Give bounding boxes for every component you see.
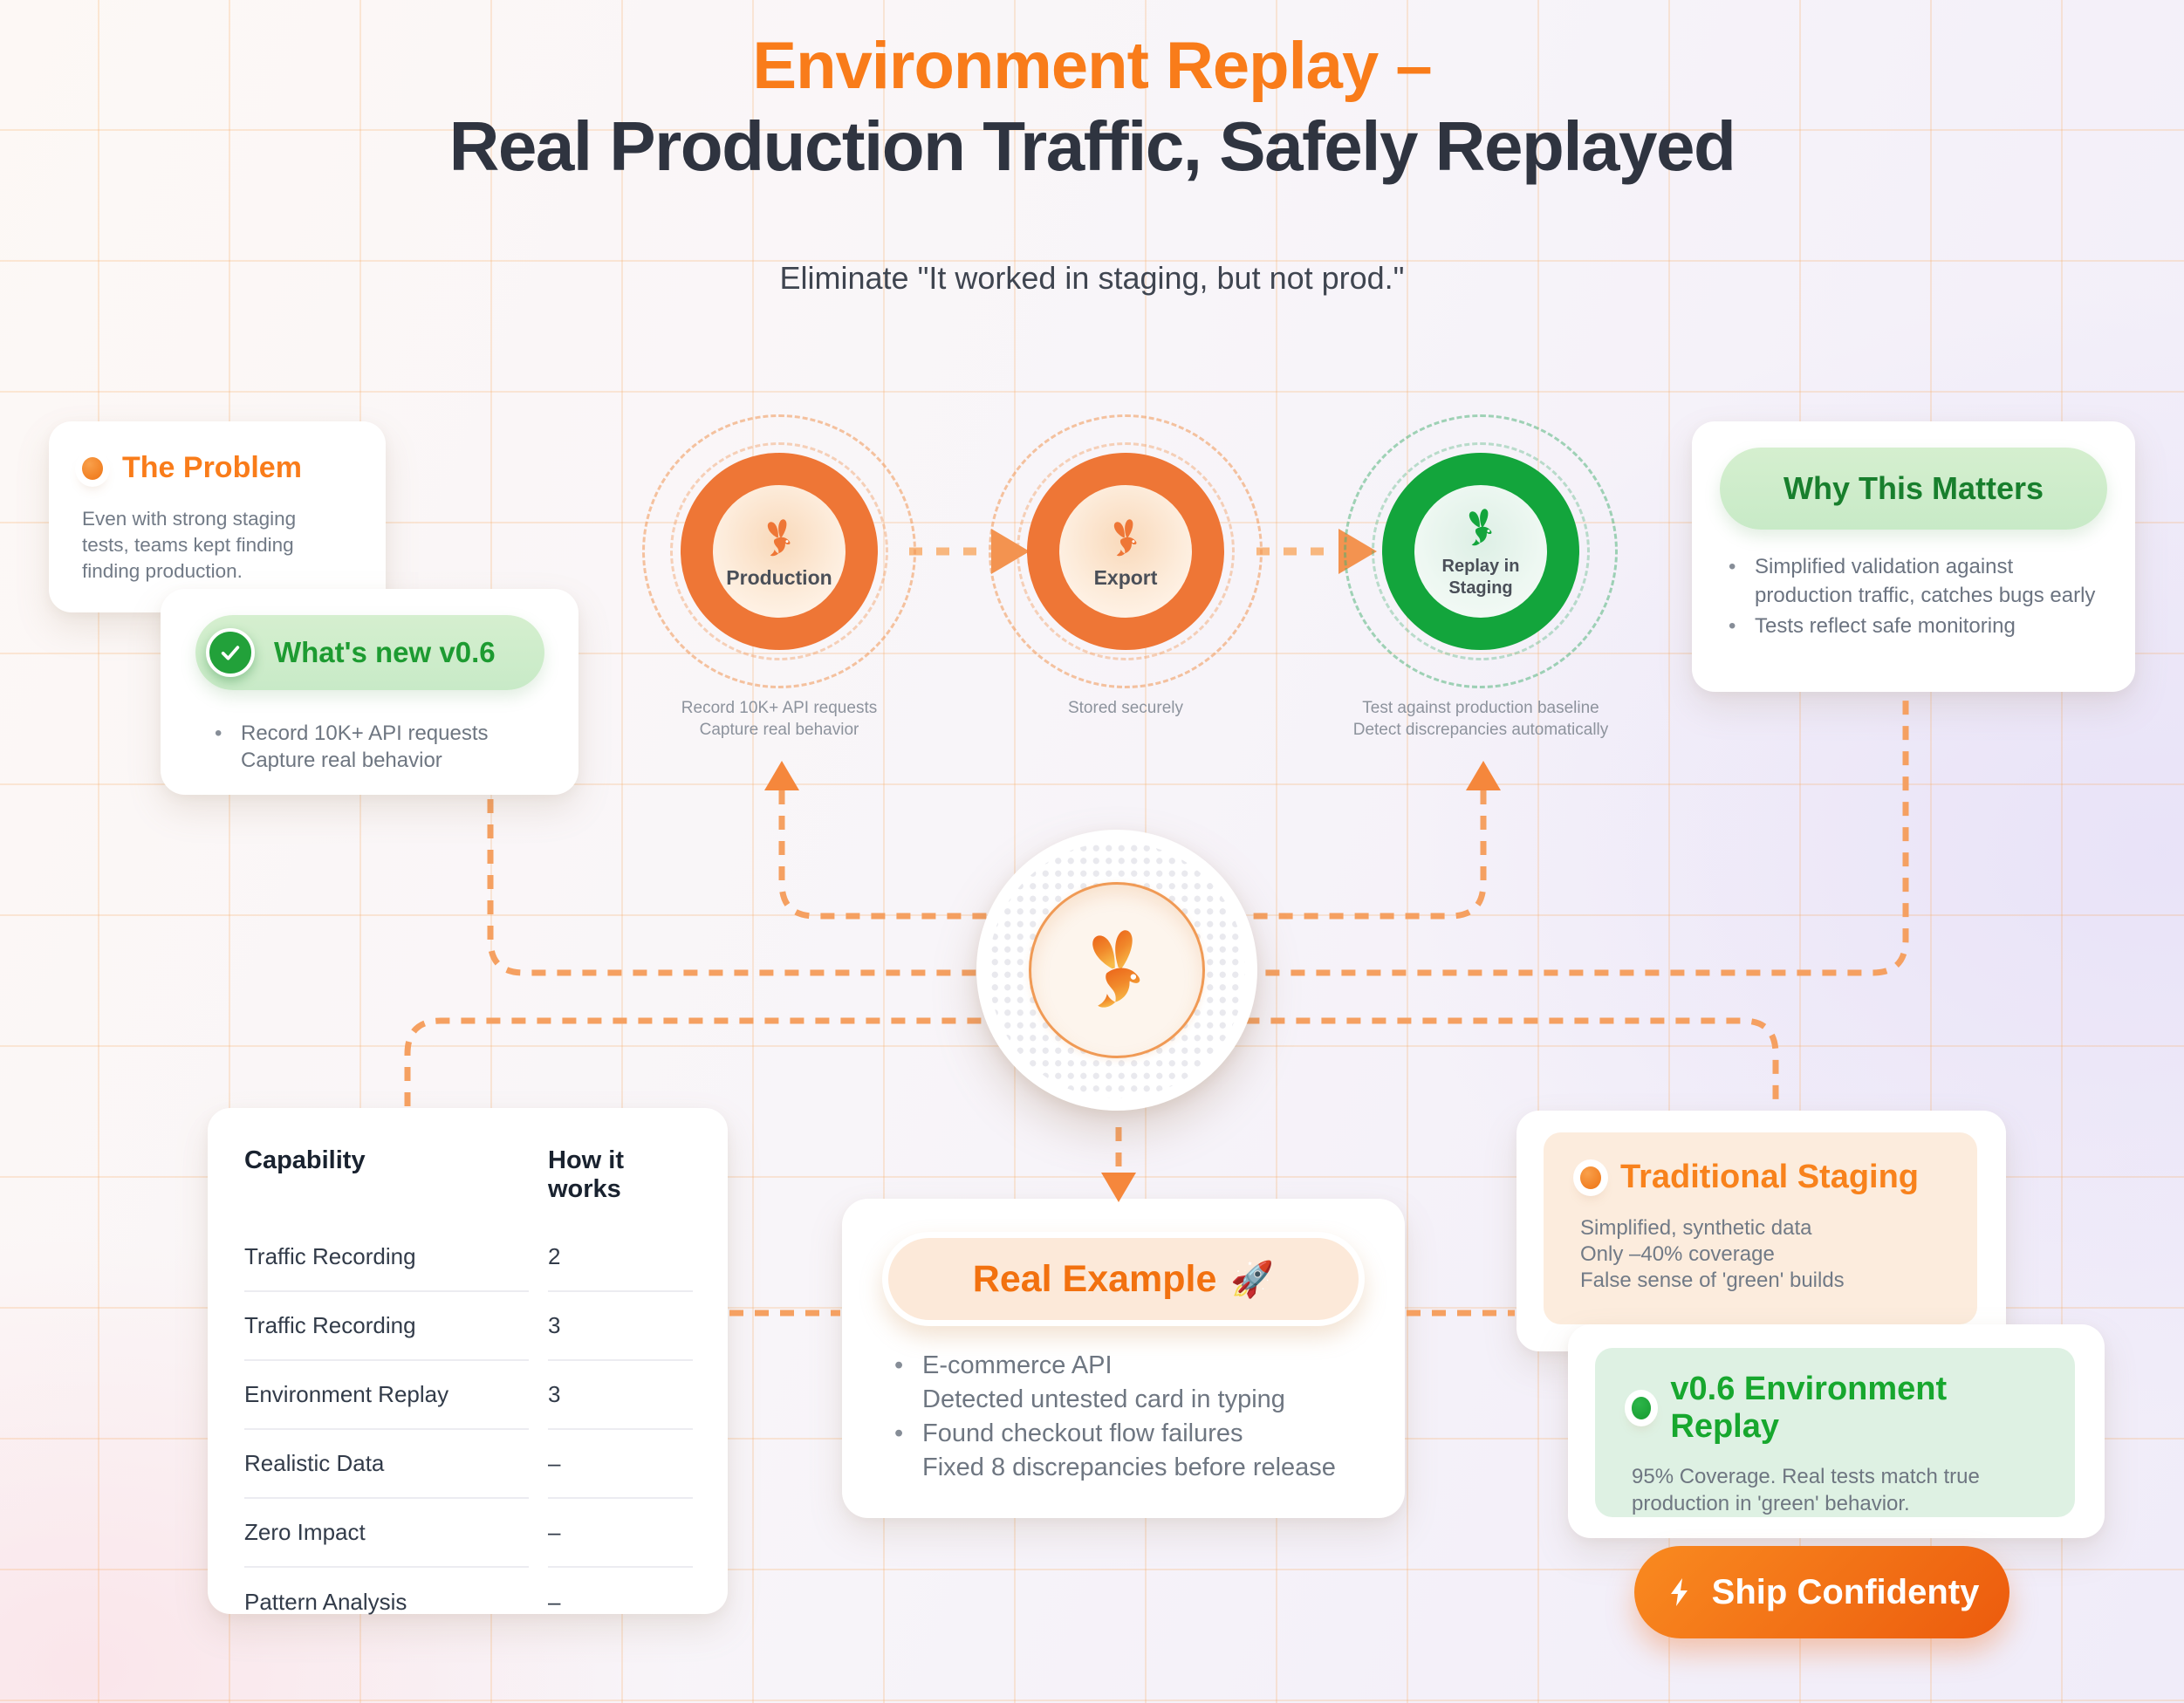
node-label-replay: Replay in Staging [1441,557,1520,598]
orange-dot-icon [82,456,103,480]
table-cell-value: 2 [548,1223,693,1292]
table-row: Zero Impact – [244,1499,693,1568]
rabbit-icon [755,514,804,563]
table-header-row: Capability How it works [244,1146,693,1223]
rabbit-icon [1456,503,1505,552]
v06-body: 95% Coverage. Real tests match true prod… [1632,1465,1980,1515]
table-header-capability: Capability [244,1146,366,1174]
why-bullet-1: Simplified validation against production… [1755,555,2096,607]
table-cell-capability: Pattern Analysis [244,1589,407,1615]
table-cell-capability: Environment Replay [244,1361,529,1430]
node-label-production: Production [726,565,832,589]
example-line-1: E-commerce API [922,1351,1113,1379]
example-line-4: Fixed 8 discrepancies before release [922,1453,1336,1481]
flow-node-production: Production [642,414,916,688]
table-row: Traffic Recording 3 [244,1292,693,1361]
table-row: Environment Replay 3 [244,1361,693,1430]
lightning-icon [1670,1578,1688,1606]
problem-card-title: The Problem [122,451,302,484]
arrowheads [764,761,1501,1202]
traditional-staging-title: Traditional Staging [1620,1159,1920,1195]
v06-title: v0.6 Environment Replay [1670,1371,1948,1445]
table-cell-value: – [548,1430,693,1499]
table-row: Pattern Analysis – [244,1568,693,1637]
table-cell-value: 3 [548,1361,693,1430]
v06-card: v0.6 Environment Replay 95% Coverage. Re… [1568,1324,2105,1538]
bullet-marker: • [894,1351,904,1379]
real-example-pill: Real Example 🚀 [882,1232,1365,1326]
capability-table-card: Capability How it works Traffic Recordin… [208,1108,728,1615]
rabbit-logo [1065,919,1168,1022]
orange-dot-icon [1580,1166,1601,1189]
center-hub [976,830,1257,1111]
traditional-staging-card: Traditional Staging Simplified, syntheti… [1544,1132,1977,1324]
whats-new-line1: Record 10K+ API requests [241,722,489,745]
caption-replay: Test against production baseline Detect … [1352,699,1609,739]
node-label-export: Export [1093,565,1158,589]
table-row: Realistic Data – [244,1430,693,1499]
real-example-bullets: • E-commerce API Detected untested card … [894,1349,1336,1485]
table-cell-value: 3 [548,1292,693,1361]
whats-new-pill: What's new v0.6 [195,615,544,690]
why-bullets: • Simplified validation against producti… [1729,552,2104,642]
why-title: Why This Matters [1783,470,2044,506]
page-title-line1: Environment Replay – [752,29,1432,103]
traditional-staging-body: Simplified, synthetic data Only –40% cov… [1580,1216,1845,1292]
rocket-icon: 🚀 [1230,1260,1275,1299]
ship-confidently-button[interactable]: Ship Confidenty [1634,1546,2009,1638]
why-pill: Why This Matters [1720,448,2107,530]
bullet-marker: • [1729,555,1736,578]
bullet-marker: • [215,722,223,745]
example-line-3: Found checkout flow failures [922,1419,1243,1447]
bullet-marker: • [1729,614,1736,638]
flow-node-replay-in-staging: Replay in Staging [1344,414,1618,688]
green-dot-icon [1632,1397,1652,1419]
why-this-matters-card: Why This Matters • Simplified validation… [1692,421,2135,692]
table-row: Traffic Recording 2 [244,1223,693,1292]
example-line-2: Detected untested card in typing [922,1385,1285,1413]
problem-card: The Problem Even with strong staging tes… [49,421,386,612]
whats-new-bullets: • Record 10K+ API requests Capture real … [215,720,489,774]
whats-new-title: What's new v0.6 [274,636,496,668]
whats-new-card: What's new v0.6 • Record 10K+ API reques… [161,589,579,795]
caption-export: Stored securely [1067,699,1183,717]
rabbit-icon [1101,514,1150,563]
table-cell-value: – [548,1499,693,1568]
why-bullet-2: Tests reflect safe monitoring [1755,614,2016,638]
table-cell-capability: Traffic Recording [244,1292,529,1361]
whats-new-line2: Capture real behavior [241,749,442,772]
cta-label: Ship Confidenty [1711,1572,1980,1611]
table-header-how: How it works [548,1146,624,1203]
table-cell-capability: Realistic Data [244,1430,529,1499]
check-icon [206,628,255,677]
real-example-title: Real Example [972,1257,1217,1300]
page-subtitle: Eliminate "It worked in staging, but not… [779,260,1405,296]
bullet-marker: • [894,1419,904,1447]
v06-green-panel: v0.6 Environment Replay 95% Coverage. Re… [1595,1348,2075,1517]
page-title-line2: Real Production Traffic, Safely Replayed [448,107,1736,185]
caption-production: Record 10K+ API requests Capture real be… [681,699,878,739]
real-example-card: Real Example 🚀 • E-commerce API Detected… [842,1199,1405,1518]
table-cell-capability: Zero Impact [244,1499,529,1568]
table-cell-value: – [548,1589,561,1615]
flow-node-export: Export [989,414,1263,688]
problem-card-body: Even with strong staging tests, teams ke… [82,508,297,582]
table-cell-capability: Traffic Recording [244,1223,529,1292]
